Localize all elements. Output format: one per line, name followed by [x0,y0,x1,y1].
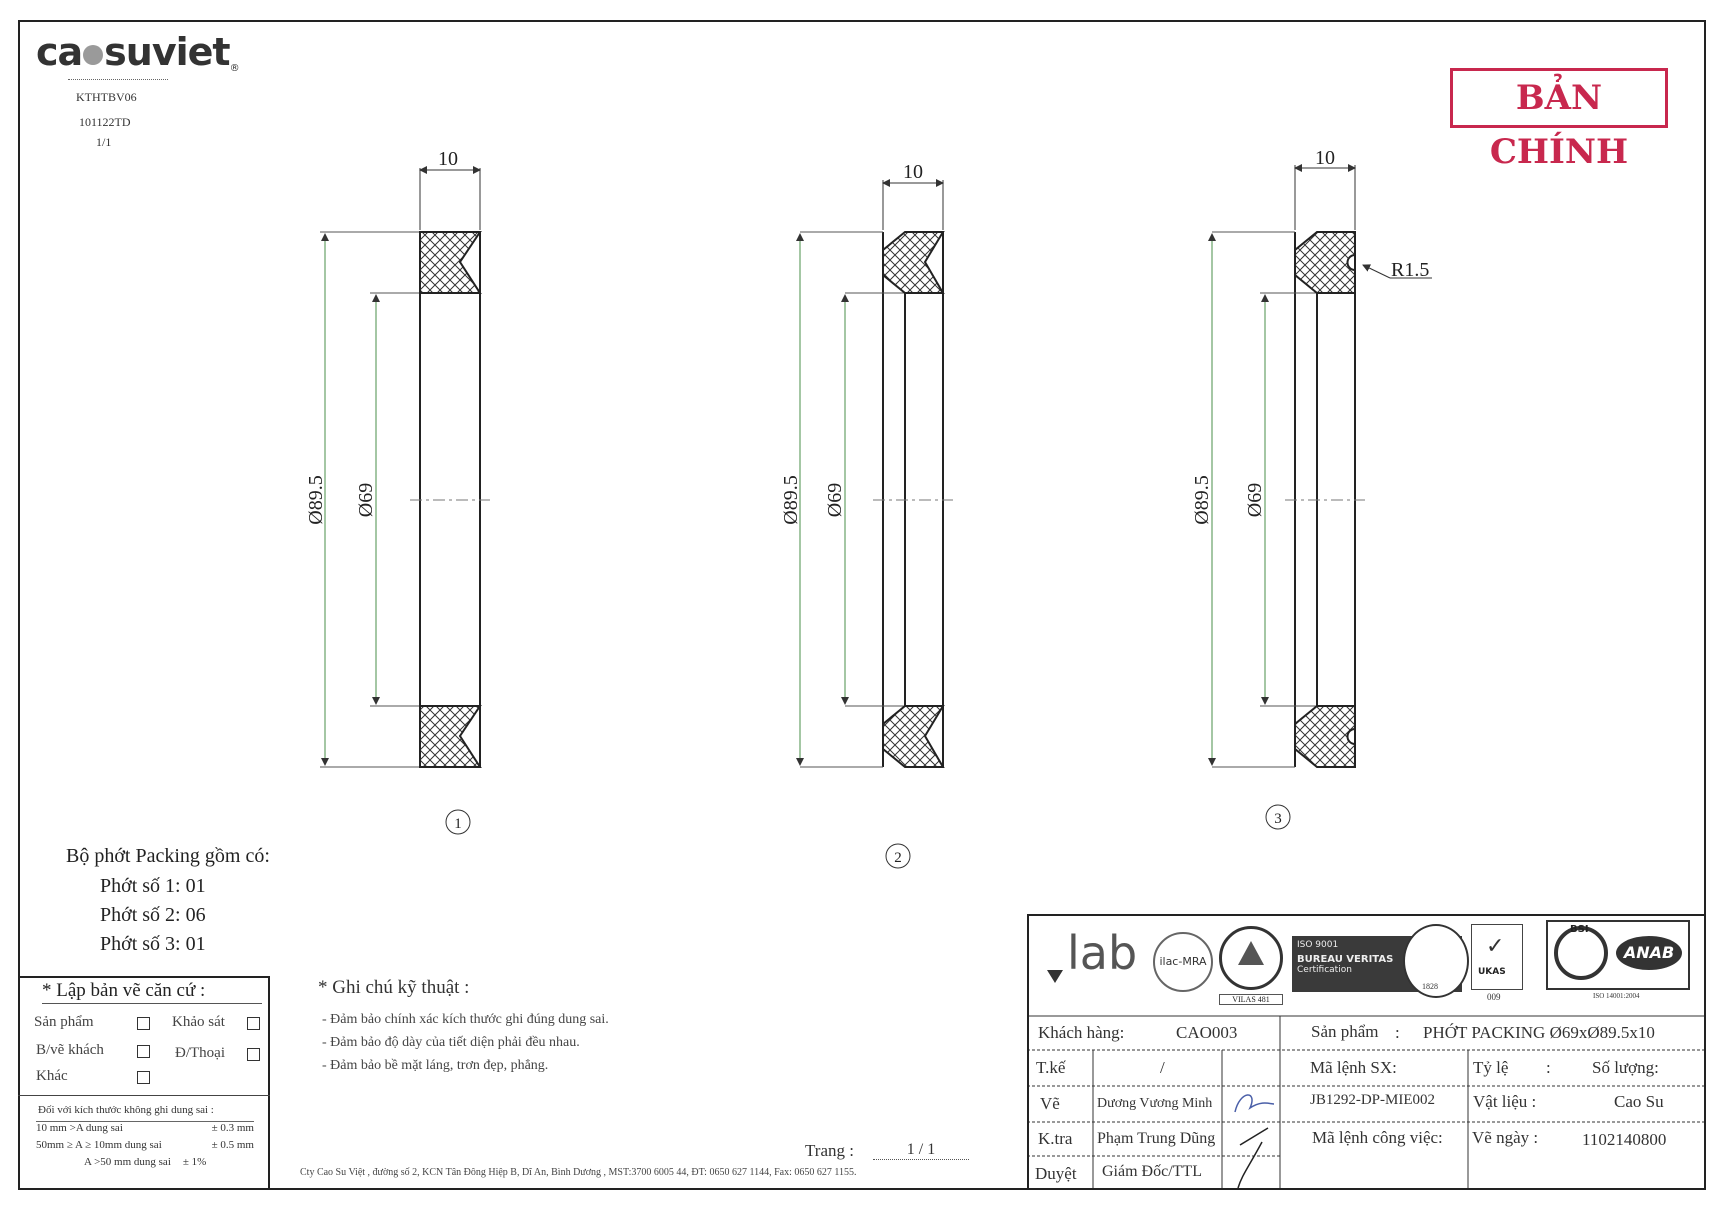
seal-1-number: 1 [454,816,462,832]
packing-item-3: Phớt số 3: 01 [100,933,206,955]
bureau-veritas-seal-icon [1403,924,1469,998]
title-block-grid [1027,1015,1706,1190]
lab-logo: lab [1067,926,1138,980]
page-value: 1 / 1 [873,1141,969,1160]
seal-3-radius: R1.5 [1391,259,1429,281]
seal-3-inner-dia: Ø69 [1244,483,1266,517]
seal-3-width-label: 10 [1315,147,1335,169]
seal-2-drawing [796,179,953,869]
note-item-2: - Đảm bảo độ dày của tiết diện phải đều … [322,1035,580,1050]
cert-logos: lab ilac-MRA VILAS 481 ISO 9001 BUREAU V… [1047,918,1697,1014]
basis-product-checkbox[interactable] [137,1017,150,1030]
signature-drawn [1234,1094,1275,1113]
basis-option-phone: Đ/Thoại [175,1045,225,1061]
approve-value: Giám Đốc/TTL [1102,1163,1202,1180]
check-value: Phạm Trung Dũng [1097,1130,1216,1147]
production-order-label: Mã lệnh SX: [1310,1058,1397,1077]
tolerance-row-2: 50mm ≥ A ≥ 10mm dung sai± 0.5 mm [36,1139,254,1151]
customer-label: Khách hàng: [1038,1023,1125,1042]
production-order-value: JB1292-DP-MIE002 [1310,1092,1436,1108]
doc-code: KTHTBV06 [76,90,137,104]
check-label: K.tra [1038,1129,1073,1148]
material-value: Cao Su [1614,1092,1664,1111]
boa-code: VILAS 481 [1219,994,1283,1005]
packing-item-2: Phớt số 2: 06 [100,904,206,926]
seal-2-width-label: 10 [903,161,923,183]
basis-survey-checkbox[interactable] [247,1017,260,1030]
basis-option-survey: Khảo sát [172,1014,225,1030]
bsi-anab-logo: BSI ANAB [1546,920,1690,990]
lab-triangle-icon [1047,970,1063,983]
scale-colon: : [1546,1058,1551,1077]
seal-1-outer-dia: Ø89.5 [305,475,327,524]
seal-1-width-label: 10 [438,148,458,170]
iso-14001-label: ISO 14001:2004 [1593,992,1640,1000]
design-label: T.kế [1036,1058,1066,1077]
date-value: 1102140800 [1582,1130,1667,1149]
basis-customer-drawing-checkbox[interactable] [137,1045,150,1058]
sheet-number: 1/1 [96,135,112,149]
tolerance-row-3: A >50 mm dung sai± 1% [84,1156,207,1168]
work-order-label: Mã lệnh công việc: [1312,1128,1443,1147]
seal-1-drawing [320,166,490,835]
ukas-check-icon: ✓ [1486,933,1505,958]
scale-label: Tỷ lệ [1473,1058,1509,1077]
drawn-label: Vẽ [1040,1094,1060,1113]
seal-2-number: 2 [894,850,902,866]
signature-check [1239,1127,1269,1146]
tolerance-divider [18,1095,270,1096]
tolerance-row-1: 10 mm >A dung sai± 0.3 mm [36,1121,254,1134]
title-block [1027,914,1706,1190]
ukas-number: 009 [1487,992,1501,1002]
packing-title: Bộ phớt Packing gồm có: [66,845,270,867]
tolerance-title: Đối với kích thước không ghi dung sai : [38,1104,214,1116]
material-label: Vật liệu : [1473,1092,1537,1111]
basis-box [18,976,270,1190]
seal-3-drawing [1208,164,1432,830]
bsi-mark-icon [1554,926,1608,980]
bureau-veritas-year: 1828 [1422,982,1438,991]
page-label: Trang : [805,1141,854,1160]
logo-dot-icon [83,44,104,65]
boa-seal-icon [1219,926,1283,990]
basis-option-customer-drawing: B/vẽ khách [36,1042,104,1058]
doc-number: 101122TD [79,115,131,129]
basis-other-checkbox[interactable] [137,1071,150,1084]
seal-2-outer-dia: Ø89.5 [780,475,802,524]
sheet-border [18,20,1706,1190]
approve-label: Duyệt [1035,1164,1077,1183]
seal-2-inner-dia: Ø69 [824,483,846,517]
date-label: Vẽ ngày : [1472,1128,1539,1147]
boa-triangle-icon [1238,941,1264,965]
basis-option-product: Sản phẩm [34,1014,94,1030]
original-stamp: BẢN CHÍNH [1450,68,1668,172]
customer-value: CAO003 [1176,1023,1238,1042]
seal-1-inner-dia: Ø69 [355,483,377,517]
ukas-logo: ✓ UKAS [1471,924,1523,990]
drawn-value: Dương Vương Minh [1097,1096,1213,1111]
product-value: PHỚT PACKING Ø69xØ89.5x10 [1423,1023,1655,1042]
quantity-label: Số lượng: [1592,1058,1659,1077]
ilac-mra-logo: ilac-MRA [1153,932,1213,992]
company-address: Cty Cao Su Việt , đường số 2, KCN Tân Đô… [300,1167,857,1178]
note-item-3: - Đảm bảo bề mặt láng, trơn đẹp, phẳng. [322,1058,549,1073]
note-item-1: - Đảm bảo chính xác kích thước ghi đúng … [322,1012,609,1027]
design-value: / [1160,1058,1165,1077]
seal-3-number: 3 [1274,811,1282,827]
product-colon: : [1395,1023,1400,1042]
product-label: Sản phẩm [1311,1022,1379,1041]
seal-3-outer-dia: Ø89.5 [1191,475,1213,524]
logo-underline [68,79,168,80]
basis-title: * Lập bản vẽ căn cứ : [42,980,206,1001]
packing-item-1: Phớt số 1: 01 [100,875,206,897]
basis-option-other: Khác [36,1068,68,1084]
basis-phone-checkbox[interactable] [247,1048,260,1061]
signature-approve [1237,1141,1263,1189]
basis-title-rule [42,1003,262,1004]
notes-title: * Ghi chú kỹ thuật : [318,977,470,998]
